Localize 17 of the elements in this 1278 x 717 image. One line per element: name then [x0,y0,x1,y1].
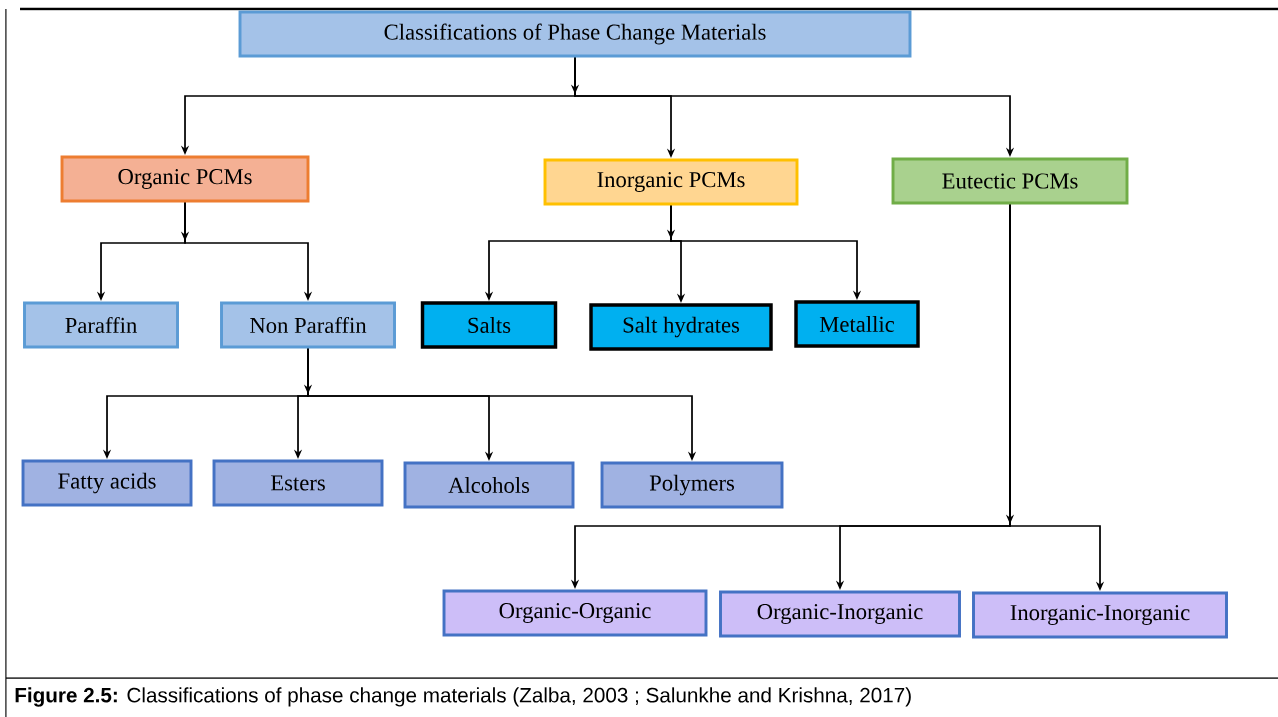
category-box: Esters [212,459,384,507]
category-box: Polymers [600,461,784,509]
category-box: Salt hydrates [589,303,773,351]
category-box: Inorganic PCMs [543,158,799,206]
category-box: Salts [420,301,558,349]
category-box: Fatty acids [21,459,193,507]
category-box: Inorganic-Inorganic [972,591,1228,639]
category-box: Alcohols [403,461,575,509]
category-box: Organic-Organic [442,589,708,637]
category-box: Metallic [794,300,920,348]
category-box: Organic-Inorganic [719,590,961,638]
category-box: Non Paraffin [220,301,396,349]
category-box: Eutectic PCMs [891,157,1129,205]
figure-caption: Figure 2.5: Classifications of phase change materials (Zalba, 2003 ; Salunkhe and Krishna, 2017) [15,687,911,707]
category-box: Paraffin [23,301,179,349]
title-box: Classifications of Phase Change Materials [238,10,912,58]
category-box: Organic PCMs [60,155,310,203]
